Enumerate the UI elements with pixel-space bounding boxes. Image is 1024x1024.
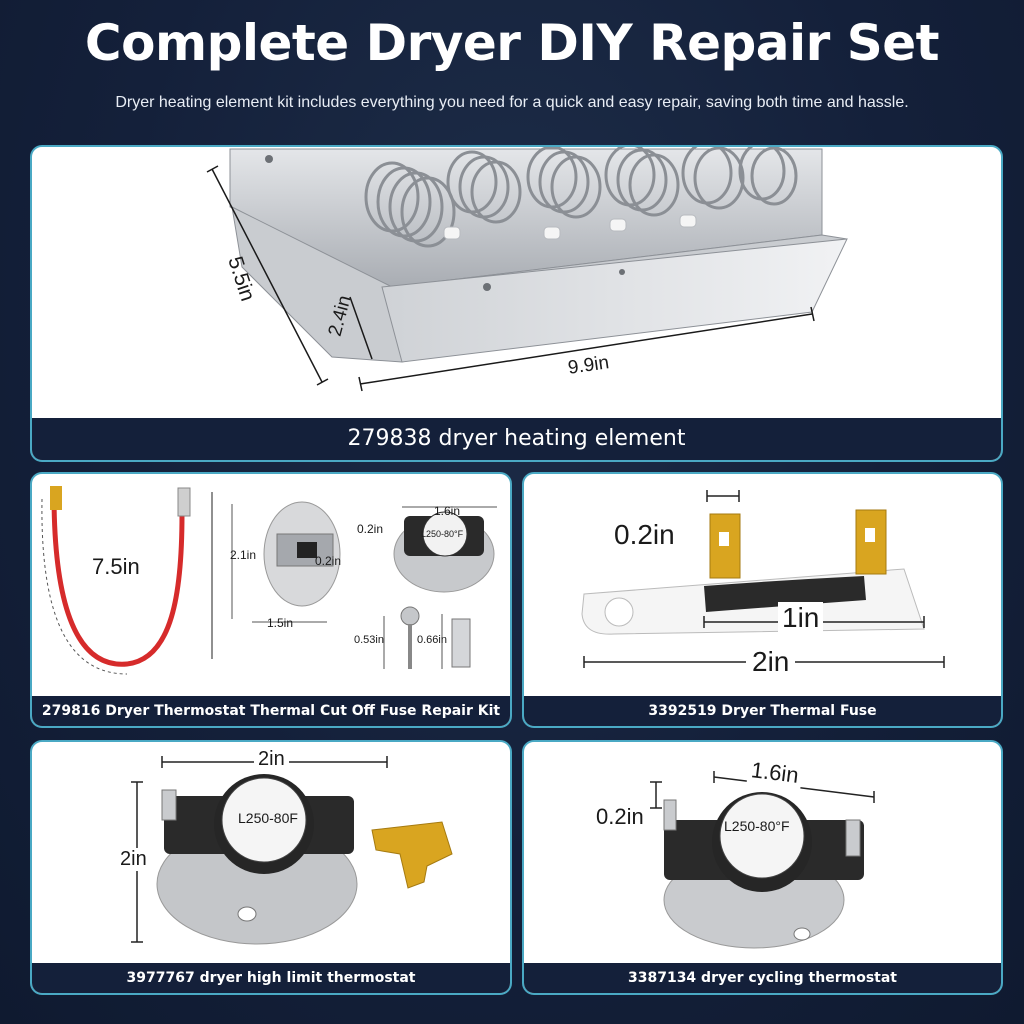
thermo-disc-label: L250-80°F [421, 529, 464, 539]
fuse-tab-width-label: 0.2in [614, 519, 675, 550]
high-limit-image [131, 756, 453, 945]
repair-kit-panel: 7.5in 2.1in 0.2in 1.5in 1.6in 0.2in L250… [30, 472, 512, 728]
connector-length-label: 0.66in [417, 634, 447, 646]
high-limit-width-label: 2in [254, 748, 289, 771]
thermal-fuse-panel: 0.2in 1in 2in 3392519 Dryer Thermal Fuse [522, 472, 1003, 728]
cycling-image [650, 771, 875, 949]
fuse-inner-length-label: 1in [778, 602, 824, 634]
fuse-height-label: 2.1in [230, 548, 257, 562]
repair-kit-caption: 279816 Dryer Thermostat Thermal Cut Off … [32, 696, 510, 726]
fuse-total-length-label: 2in [746, 646, 796, 678]
high-limit-panel: 2in 2in L250-80F 3977767 dryer high limi… [30, 740, 512, 995]
heating-element-caption: 279838 dryer heating element [32, 418, 1001, 460]
cycling-panel: 1.6in 0.2in L250-80°F 3387134 dryer cycl… [522, 740, 1003, 995]
cycling-tab-label: 0.2in [596, 804, 644, 829]
screw-length-label: 0.53in [354, 634, 384, 646]
fuse-width-label: 1.5in [267, 616, 294, 630]
thermal-fuse-caption: 3392519 Dryer Thermal Fuse [524, 696, 1001, 726]
page-title: Complete Dryer DIY Repair Set [84, 14, 940, 72]
high-limit-caption: 3977767 dryer high limit thermostat [32, 963, 510, 993]
heating-element-panel: 5.5in 2.4in 9.9in 279838 dryer heating e… [30, 145, 1003, 462]
wire-length-label: 7.5in [92, 554, 140, 579]
thermo-tab-label: 0.2in [357, 522, 384, 536]
fuse-tab-label: 0.2in [315, 554, 342, 568]
repair-kit-image [41, 486, 497, 675]
high-limit-disc-label: L250-80F [238, 810, 298, 826]
cycling-caption: 3387134 dryer cycling thermostat [524, 963, 1001, 993]
heating-element-image [206, 147, 848, 392]
cycling-disc-label: L250-80°F [724, 818, 790, 834]
high-limit-height-label: 2in [120, 848, 147, 871]
thermo-width-label: 1.6in [434, 504, 461, 518]
page-subtitle: Dryer heating element kit includes every… [115, 94, 909, 111]
